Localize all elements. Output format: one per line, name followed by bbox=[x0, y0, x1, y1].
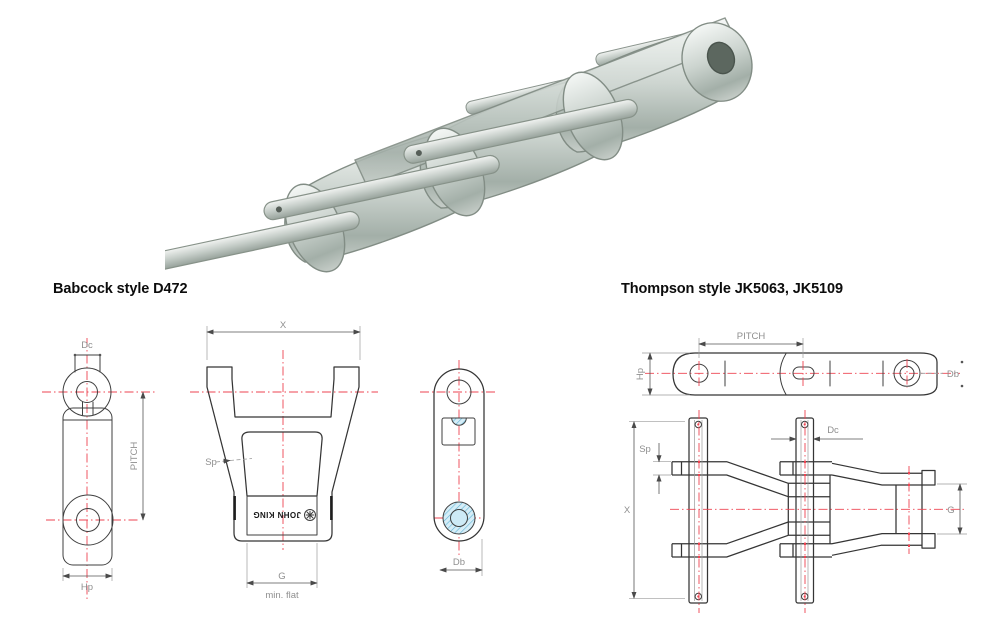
thompson-dim-g: G bbox=[947, 505, 954, 516]
babcock-dim-pitch: PITCH bbox=[129, 442, 140, 471]
thompson-dim-db: Db bbox=[947, 369, 959, 380]
thompson-dim-x: X bbox=[624, 505, 631, 516]
babcock-front-view: JOHN KING X Sp G min. flat bbox=[190, 320, 378, 601]
thompson-technical-drawing: PITCH Hp Db bbox=[624, 331, 967, 613]
thompson-dim-pitch: PITCH bbox=[737, 331, 766, 342]
babcock-dim-x: X bbox=[280, 320, 287, 331]
babcock-dim-g-note: min. flat bbox=[265, 590, 299, 601]
thompson-heading: Thompson style JK5063, JK5109 bbox=[621, 281, 843, 297]
babcock-dim-db: Db bbox=[453, 557, 465, 568]
thompson-dim-dc: Dc bbox=[827, 425, 839, 436]
babcock-heading: Babcock style D472 bbox=[53, 281, 188, 297]
babcock-dim-g: G bbox=[278, 571, 285, 582]
chain-links bbox=[284, 17, 753, 273]
thompson-assembly-view: Sp X Dc G bbox=[624, 410, 967, 613]
centerline-dots bbox=[697, 423, 910, 598]
thompson-dim-hp: Hp bbox=[635, 368, 646, 380]
brand-stamp: JOHN KING bbox=[253, 509, 316, 521]
babcock-side-view: Dc PITCH Hp bbox=[42, 338, 155, 600]
thompson-plan-view: PITCH Hp Db bbox=[635, 331, 964, 396]
babcock-section-view: Db bbox=[420, 360, 498, 576]
thompson-dim-sp: Sp bbox=[639, 444, 651, 455]
brand-text: JOHN KING bbox=[253, 510, 301, 519]
chain-pins bbox=[165, 98, 638, 279]
cross-pins bbox=[688, 417, 815, 604]
babcock-dim-sp: Sp bbox=[205, 457, 217, 468]
babcock-technical-drawing: Dc PITCH Hp JOHN KING X Sp bbox=[42, 320, 498, 601]
chain-product-photo bbox=[165, 17, 753, 279]
pin-section-hatched bbox=[451, 417, 467, 426]
babcock-dim-dc: Dc bbox=[81, 340, 93, 351]
babcock-dim-hp: Hp bbox=[81, 582, 93, 593]
